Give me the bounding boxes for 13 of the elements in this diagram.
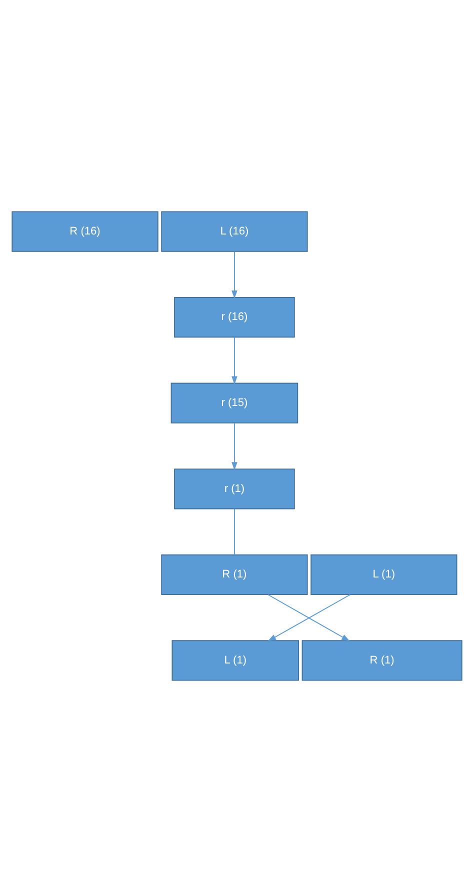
node-box: R (1): [161, 554, 308, 594]
node-box: L (1): [310, 554, 458, 594]
node-box: r (1): [174, 468, 295, 509]
node-box: R (16): [12, 210, 158, 252]
node-box: R (1): [302, 640, 462, 680]
arrow: [232, 422, 238, 470]
node-box: r (15): [170, 382, 298, 423]
node-box: L (16): [161, 210, 308, 252]
arrow: [232, 250, 238, 298]
node-box: r (16): [174, 296, 295, 338]
arrow: [232, 336, 238, 384]
node-box: L (1): [172, 640, 300, 680]
connector: [234, 508, 235, 555]
